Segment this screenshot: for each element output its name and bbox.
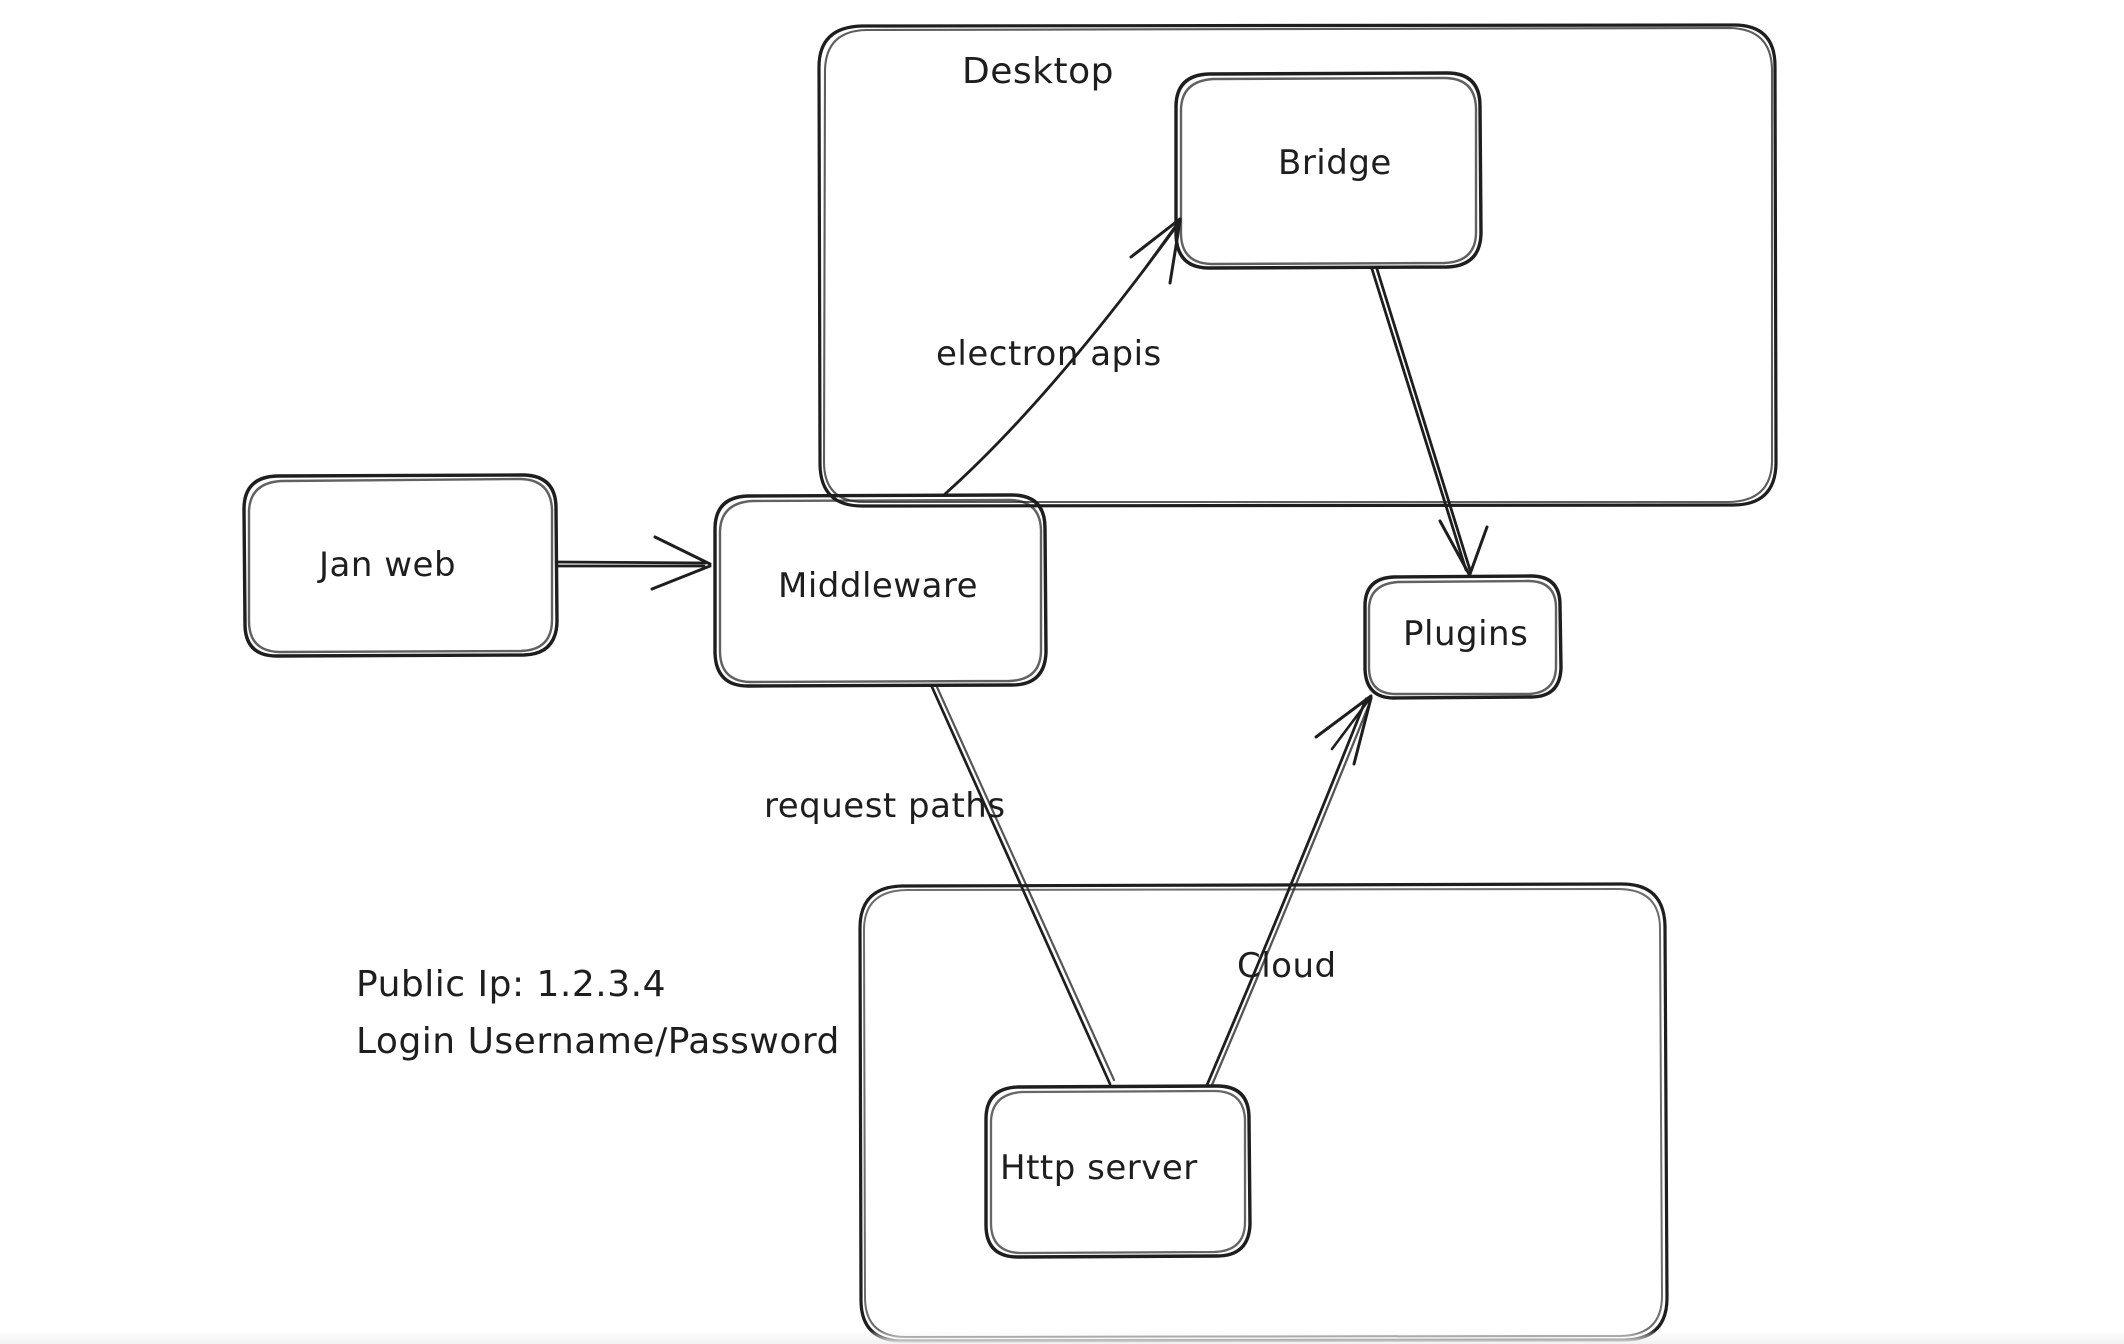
node-shape-middleware[interactable] [713,493,1048,688]
bottom-edge-fade [0,1330,2124,1344]
edge-janweb-to-middleware[interactable] [555,535,712,591]
edge-middleware-to-httpserver[interactable] [930,685,1116,1086]
node-shape-plugins[interactable] [1363,574,1563,700]
edge-bridge-to-plugins[interactable] [1370,267,1489,576]
edge-httpserver-to-plugins[interactable] [1205,694,1373,1087]
edge-middleware-to-bridge[interactable] [943,217,1182,496]
group-container-desktop[interactable] [817,23,1778,508]
node-shape-bridge[interactable] [1174,71,1483,270]
node-shape-jan-web[interactable] [242,473,559,658]
node-shape-http-server[interactable] [984,1084,1252,1259]
